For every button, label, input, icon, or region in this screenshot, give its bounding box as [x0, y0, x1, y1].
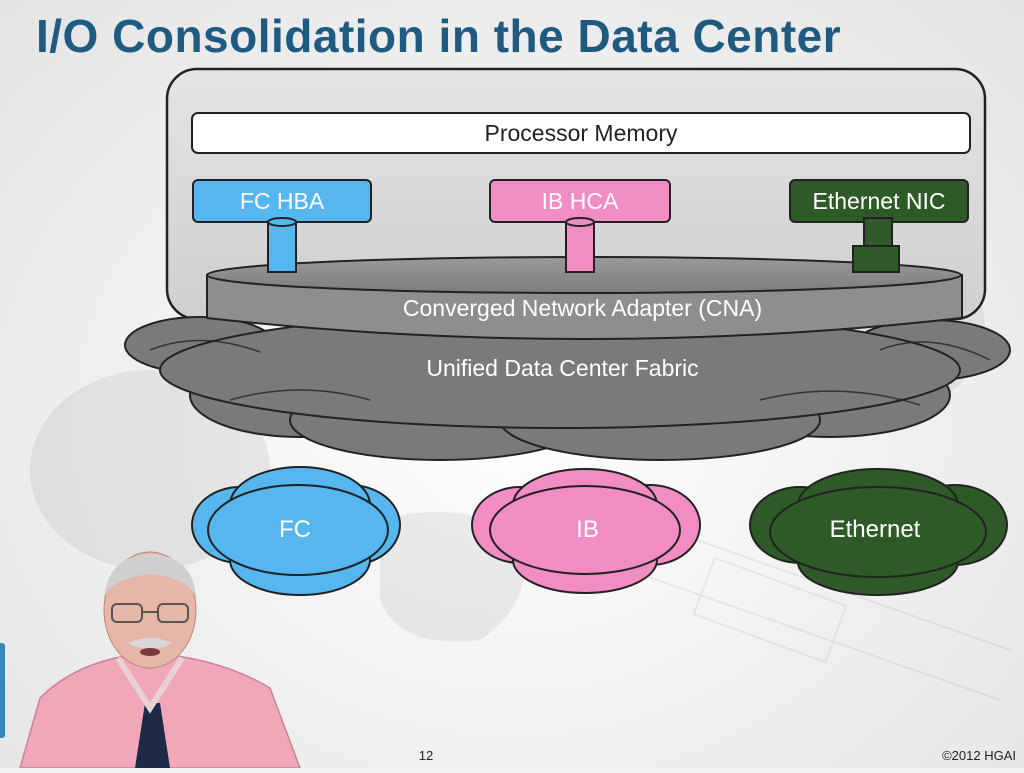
presenter-hair — [104, 554, 196, 598]
ethernet-network-cloud — [749, 468, 1008, 596]
slide-title: I/O Consolidation in the Data Center — [36, 10, 842, 62]
fc-hba-label: FC HBA — [239, 188, 325, 214]
ib-network-label: IB — [576, 516, 599, 543]
processor-memory-label: Processor Memory — [484, 120, 678, 146]
ib-connector — [565, 217, 595, 273]
ib-hca-label: IB HCA — [541, 188, 619, 214]
cna-disk — [206, 256, 963, 340]
ethernet-network-label: Ethernet — [829, 516, 921, 543]
presenter-tie — [135, 703, 170, 768]
page-number: 12 — [418, 748, 434, 763]
fc-connector — [267, 217, 297, 273]
ethernet-connector — [852, 217, 900, 273]
processor-memory-box — [191, 112, 971, 154]
fc-network-label: FC — [279, 516, 311, 543]
presenter-face — [103, 551, 197, 669]
ib-network-cloud — [471, 468, 701, 594]
copyright-notice: ©2012 HGAI — [942, 748, 1016, 763]
unified-fabric-cloud — [124, 311, 1011, 461]
fabric-label: Unified Data Center Fabric — [426, 355, 699, 381]
presenter-video — [19, 551, 301, 768]
ethernet-nic-label: Ethernet NIC — [812, 188, 946, 214]
side-tab — [0, 643, 5, 738]
cna-label: Converged Network Adapter (CNA) — [402, 295, 763, 321]
fc-network-cloud — [191, 466, 401, 596]
